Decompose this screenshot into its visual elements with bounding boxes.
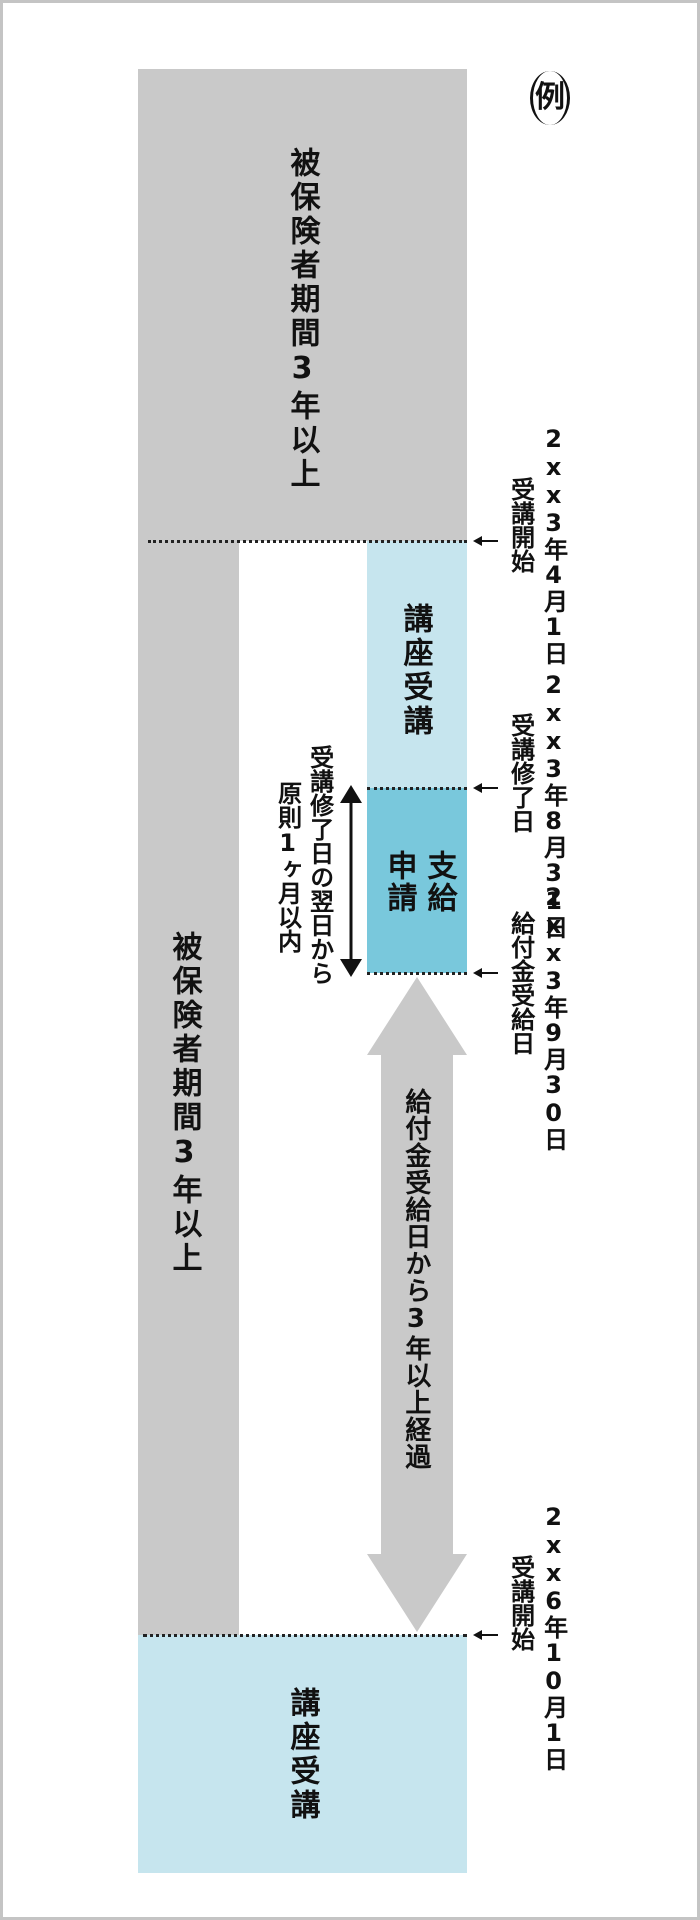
- application-block: 支給 申請: [367, 788, 467, 973]
- pointer-arrow-icon: [473, 1630, 498, 1640]
- interval-arrow-label: 給付金受給日から3年以上経過: [400, 1088, 431, 1470]
- course-1-label: 講座受講: [397, 603, 433, 739]
- insured-period-block-side: 被保険者期間3年以上: [138, 541, 239, 1635]
- event-date-4: 2xx6年10月1日: [539, 1503, 568, 1771]
- event-date-1: 2xx3年4月1日: [539, 425, 568, 665]
- event-label-3: 給付金受給日: [506, 911, 535, 1055]
- application-label-col-2: 申請: [381, 850, 417, 914]
- event-label-2: 受講修了日: [506, 713, 535, 833]
- pointer-arrow-icon: [473, 536, 498, 546]
- deadline-note-line-2: 原則1ヶ月以内: [273, 781, 302, 953]
- event-label-4: 受講開始: [506, 1555, 535, 1651]
- insured-period-block-top: 被保険者期間3年以上: [138, 69, 467, 541]
- example-parenthesis: [530, 71, 570, 125]
- example-label: 例: [535, 80, 565, 115]
- pointer-arrow-icon: [473, 968, 498, 978]
- dotted-line-course-start: [148, 540, 467, 543]
- interval-double-arrow: [367, 977, 467, 1632]
- deadline-note-line-1: 受講修了日の翌日から: [305, 745, 334, 985]
- course-block-1: 講座受講: [367, 541, 467, 788]
- course-2-label: 講座受講: [284, 1687, 320, 1823]
- event-date-2: 2xx3年8月31日: [539, 671, 568, 939]
- dotted-line-course-end: [367, 787, 467, 790]
- insured-period-side-label: 被保険者期間3年以上: [166, 931, 202, 1276]
- dotted-line-next-course-start: [143, 1634, 467, 1637]
- double-arrow-icon: [340, 785, 362, 977]
- dotted-line-benefit-date: [367, 972, 467, 975]
- application-label-col-1: 支給: [421, 850, 457, 914]
- pointer-arrow-icon: [473, 783, 498, 793]
- event-label-1: 受講開始: [506, 477, 535, 573]
- insured-period-top-label: 被保険者期間3年以上: [284, 147, 320, 492]
- course-block-2: 講座受講: [138, 1635, 467, 1873]
- event-date-3: 2xx3年9月30日: [539, 883, 568, 1151]
